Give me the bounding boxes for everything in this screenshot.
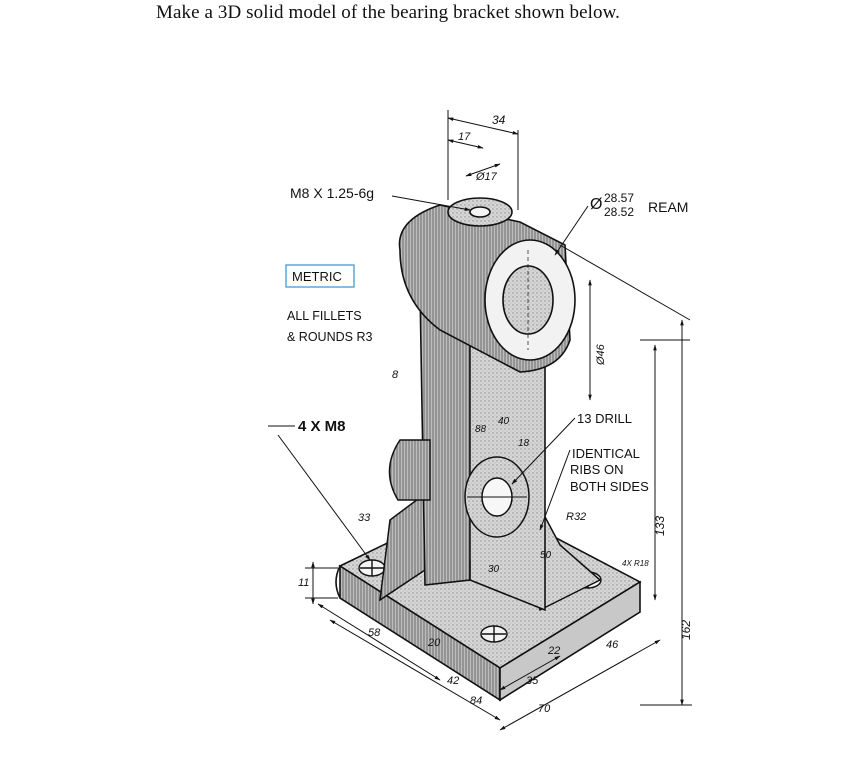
notes: M8 X 1.25-6g METRIC ALL FILLETS & ROUNDS… bbox=[268, 185, 688, 561]
dim-30: 30 bbox=[488, 564, 500, 575]
base-hole-front bbox=[480, 625, 508, 643]
dim-162: 162 bbox=[679, 620, 693, 640]
base-hole-left bbox=[358, 559, 386, 577]
dim-46: 46 bbox=[606, 639, 619, 651]
ribs-line3: BOTH SIDES bbox=[570, 479, 649, 494]
page-title: Make a 3D solid model of the bearing bra… bbox=[156, 2, 621, 23]
dim-70: 70 bbox=[538, 703, 551, 715]
metric-box bbox=[285, 264, 355, 288]
holes-note: 4 X M8 bbox=[298, 418, 346, 435]
ream-upper: 28.57 bbox=[604, 191, 634, 205]
dim-58: 58 bbox=[368, 627, 381, 639]
dim-50: 50 bbox=[540, 550, 552, 561]
dimensions bbox=[305, 110, 692, 731]
fillets-line1: ALL FILLETS bbox=[287, 309, 362, 323]
dim-11: 11 bbox=[298, 577, 309, 589]
fillets-line2: & ROUNDS R3 bbox=[287, 330, 372, 344]
dim-18: 18 bbox=[518, 438, 530, 449]
dim-40: 40 bbox=[498, 416, 510, 427]
dim-phi17: Ø17 bbox=[475, 171, 498, 183]
thread-note: M8 X 1.25-6g bbox=[290, 185, 374, 201]
dim-88: 88 bbox=[475, 424, 487, 435]
drill-note: 13 DRILL bbox=[577, 411, 632, 426]
dimension-labels: 34 17 Ø17 8 Ø46 88 40 18 33 11 58 20 84 … bbox=[298, 113, 693, 715]
dim-35: 35 bbox=[526, 675, 539, 687]
ream-word: REAM bbox=[648, 199, 688, 215]
ribs-line2: RIBS ON bbox=[570, 462, 623, 477]
dim-84: 84 bbox=[470, 695, 482, 707]
ream-lower: 28.52 bbox=[604, 205, 634, 219]
dim-133: 133 bbox=[653, 516, 667, 536]
dim-33: 33 bbox=[358, 512, 371, 524]
dim-8: 8 bbox=[392, 369, 399, 381]
side-boss bbox=[388, 439, 530, 538]
dim-22: 22 bbox=[547, 645, 560, 657]
top-bearing-cylinder bbox=[398, 197, 576, 373]
dim-20: 20 bbox=[427, 637, 441, 649]
ream-phi: Ø bbox=[590, 196, 602, 213]
dim-r32: R32 bbox=[566, 511, 586, 523]
dim-34: 34 bbox=[492, 113, 506, 127]
dim-42: 42 bbox=[447, 675, 459, 687]
dim-phi46: Ø46 bbox=[595, 343, 607, 366]
ribs-line1: IDENTICAL bbox=[572, 446, 640, 461]
dim-17: 17 bbox=[458, 131, 471, 143]
metric-label: METRIC bbox=[292, 269, 342, 284]
dim-r18: 4X R18 bbox=[622, 559, 649, 568]
